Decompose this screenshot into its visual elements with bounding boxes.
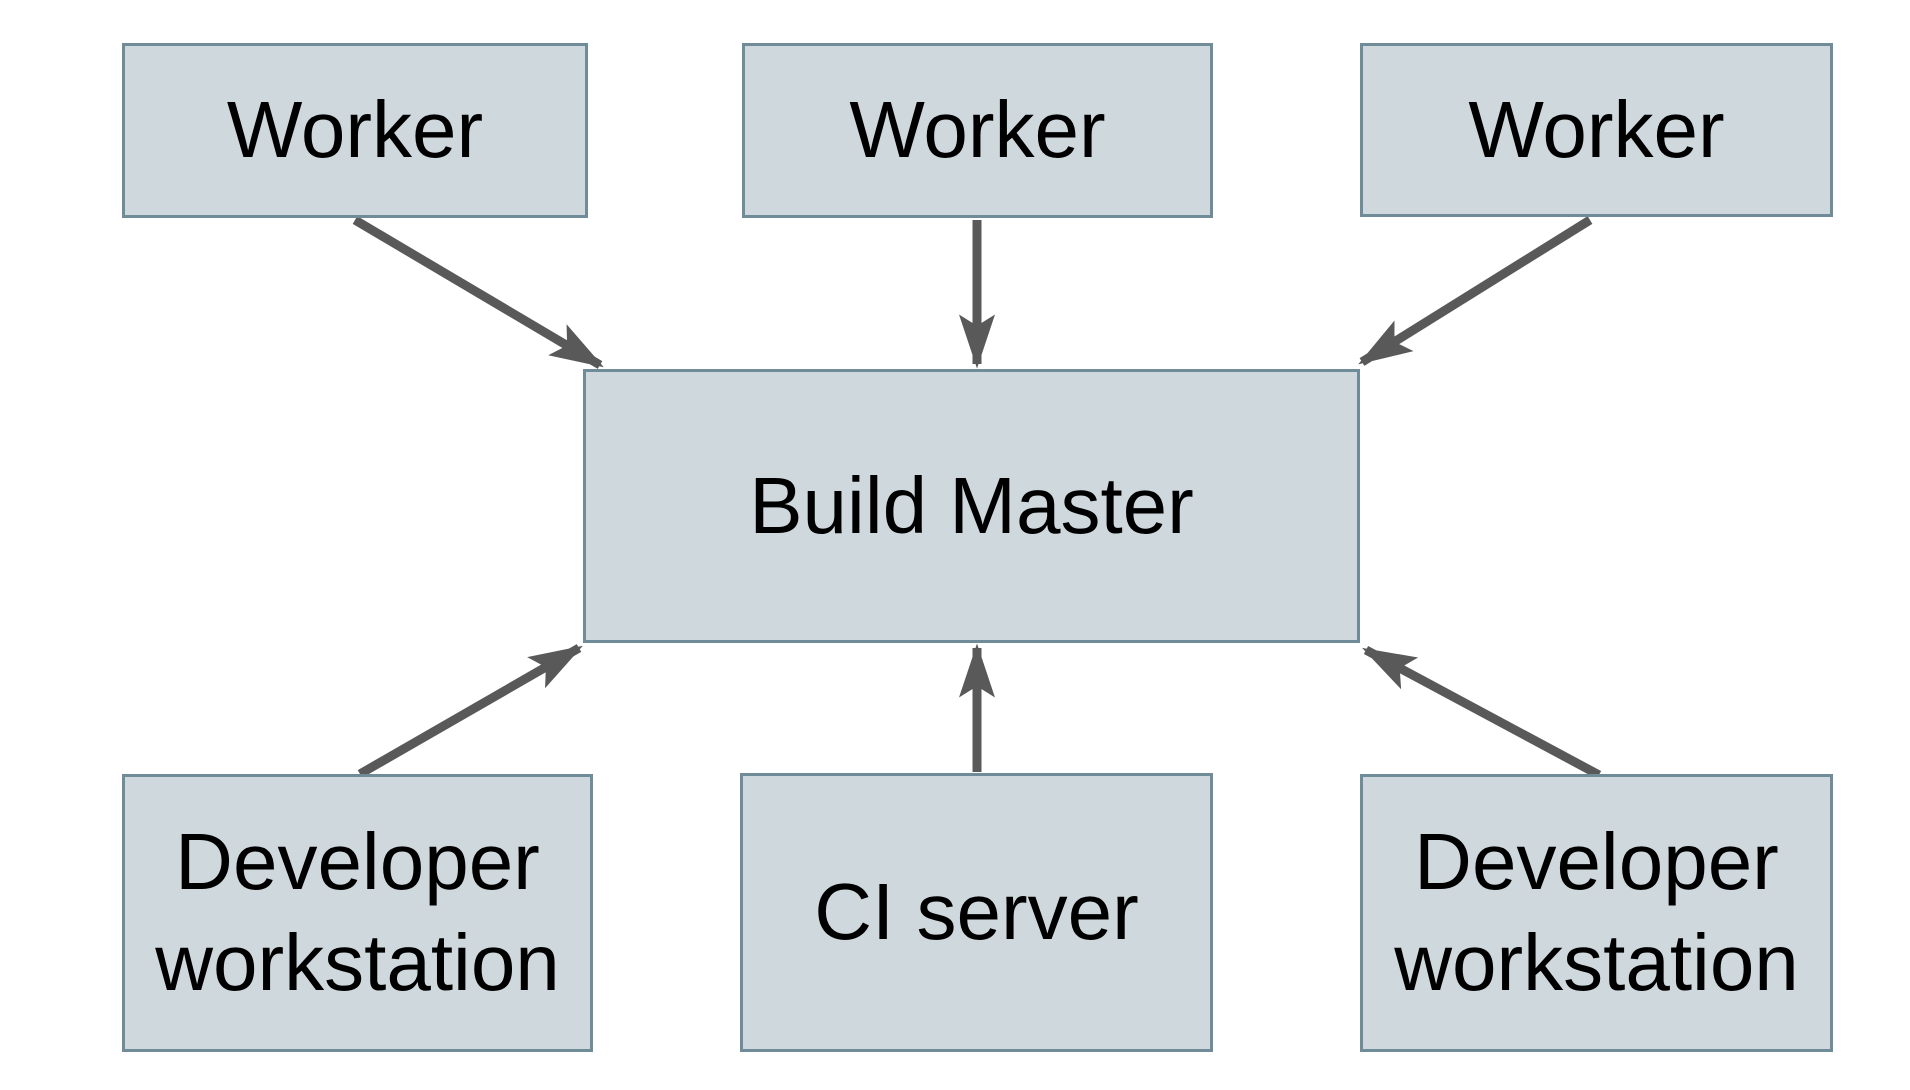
node-worker-2: Worker — [742, 43, 1213, 218]
arrow-worker-3-to-build-master — [1358, 216, 1593, 366]
node-developer-workstation-left: Developer workstation — [122, 774, 593, 1052]
arrow-worker-1-to-build-master — [352, 216, 604, 369]
node-developer-workstation-left-label: Developer workstation — [155, 817, 560, 1007]
node-worker-3: Worker — [1360, 43, 1833, 217]
node-build-master-label: Build Master — [749, 460, 1194, 550]
node-worker-2-label: Worker — [849, 85, 1106, 175]
arrow-developer-workstation-right-to-build-master — [1362, 646, 1602, 779]
node-worker-3-label: Worker — [1468, 84, 1725, 174]
node-build-master: Build Master — [583, 369, 1360, 643]
node-developer-workstation-right: Developer workstation — [1360, 774, 1833, 1052]
node-worker-1-label: Worker — [226, 85, 484, 175]
node-ci-server: CI server — [740, 773, 1213, 1052]
node-ci-server-label: CI server — [814, 867, 1139, 957]
node-developer-workstation-right-label: Developer workstation — [1394, 817, 1799, 1007]
arrow-developer-workstation-left-to-build-master — [357, 644, 583, 778]
node-worker-1: Worker — [122, 43, 588, 218]
